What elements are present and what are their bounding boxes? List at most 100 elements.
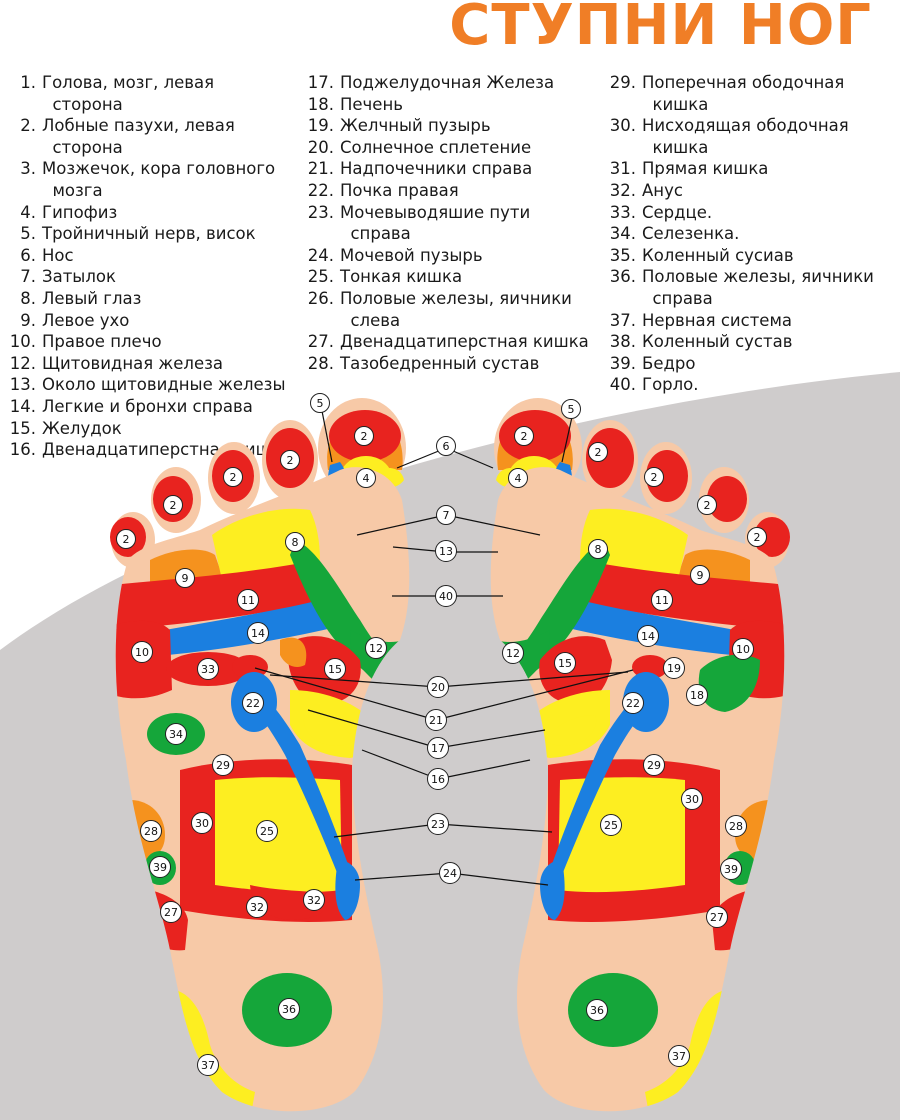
legend-item-number: 14. bbox=[9, 396, 36, 416]
legend-item-number: 20. bbox=[307, 137, 334, 157]
zone-badge-2: 2 bbox=[644, 467, 664, 487]
zone-badge-5: 5 bbox=[561, 399, 581, 419]
legend-item: 1.Голова, мозг, левая сторона bbox=[8, 72, 291, 115]
zone-badge-label: 27 bbox=[710, 911, 724, 924]
zone-badge-label: 2 bbox=[123, 533, 130, 546]
zone-badge-2: 2 bbox=[163, 495, 183, 515]
zone-badge-9: 9 bbox=[175, 568, 195, 588]
zone-badge-label: 11 bbox=[241, 594, 255, 607]
zone-badge-label: 9 bbox=[182, 572, 189, 585]
zone-badge-label: 27 bbox=[164, 906, 178, 919]
zone-badge-24: 24 bbox=[439, 862, 461, 884]
legend-item-number: 39. bbox=[609, 353, 636, 373]
legend-item-number: 33. bbox=[609, 202, 636, 222]
legend-item-number: 35. bbox=[609, 245, 636, 265]
zone-badge-label: 29 bbox=[647, 759, 661, 772]
zone-badge-label: 6 bbox=[443, 440, 450, 453]
legend-item-text: Гипофиз bbox=[42, 202, 118, 222]
zone-badge-14: 14 bbox=[247, 622, 269, 644]
legend-item: 13.Около щитовидные железы bbox=[8, 374, 291, 396]
legend-item-text: Нос bbox=[42, 245, 74, 265]
legend-item: 5.Тройничный нерв, висок bbox=[8, 223, 291, 245]
zone-badge-2: 2 bbox=[223, 467, 243, 487]
legend-item: 30.Нисходящая ободочная кишка bbox=[604, 115, 874, 158]
zone-badge-5: 5 bbox=[310, 393, 330, 413]
zone-badge-11: 11 bbox=[651, 589, 673, 611]
zone-badge-17: 17 bbox=[427, 737, 449, 759]
zone-badge-label: 36 bbox=[282, 1003, 296, 1016]
legend-item: 39.Бедро bbox=[604, 353, 874, 375]
left-foot-zones bbox=[115, 508, 404, 1112]
zone-badge-label: 37 bbox=[672, 1050, 686, 1063]
zone-badge-label: 33 bbox=[201, 663, 215, 676]
legend-item-text: Затылок bbox=[42, 267, 116, 287]
zone-badge-2: 2 bbox=[354, 426, 374, 446]
legend-item-number: 19. bbox=[307, 116, 334, 136]
zone-badge-33: 33 bbox=[197, 658, 219, 680]
zone-badge-37: 37 bbox=[197, 1054, 219, 1076]
legend-item-text: Половые железы, яичники слева bbox=[340, 288, 572, 330]
zone-badge-23: 23 bbox=[427, 813, 449, 835]
legend-item-number: 9. bbox=[20, 310, 36, 330]
legend-item-number: 29. bbox=[609, 73, 636, 92]
zone-badge-25: 25 bbox=[600, 814, 622, 836]
zone-badge-8: 8 bbox=[285, 532, 305, 552]
right-foot bbox=[490, 398, 790, 1112]
legend-item-number: 6. bbox=[20, 245, 36, 265]
legend-item-text: Мозжечок, кора головного мозга bbox=[42, 159, 276, 200]
zone-badge-8: 8 bbox=[588, 539, 608, 559]
zone-badge-label: 37 bbox=[201, 1059, 215, 1072]
legend-item-text: Поджелудочная Железа bbox=[340, 73, 555, 92]
legend-item-number: 15. bbox=[9, 418, 36, 438]
zone-badge-27: 27 bbox=[160, 901, 182, 923]
legend-item-number: 26. bbox=[307, 288, 334, 308]
legend-item-number: 3. bbox=[20, 159, 36, 179]
legend-item: 3. Мозжечок, кора головного мозга bbox=[8, 158, 291, 201]
legend-item: 12.Щитовидная железа bbox=[8, 353, 291, 375]
legend-item-text: Желчный пузырь bbox=[340, 116, 491, 136]
zone-badge-label: 8 bbox=[292, 536, 299, 549]
legend-item: 31.Прямая кишка bbox=[604, 158, 874, 180]
legend-item-number: 16. bbox=[9, 440, 36, 460]
legend-item: 14.Легкие и бронхи справа bbox=[8, 396, 291, 418]
zone-badge-13: 13 bbox=[435, 540, 457, 562]
zone-badge-label: 29 bbox=[216, 759, 230, 772]
zone-badge-39: 39 bbox=[720, 858, 742, 880]
zone-badge-21: 21 bbox=[425, 709, 447, 731]
legend-item: 22.Почка правая bbox=[302, 180, 589, 202]
legend-item-text: Поперечная ободочная кишка bbox=[642, 73, 845, 114]
legend-item: 6. Нос bbox=[8, 245, 291, 267]
legend-item-number: 4. bbox=[20, 202, 36, 222]
legend-item-text: Селезенка. bbox=[642, 224, 740, 244]
legend-item-number: 27. bbox=[307, 332, 334, 352]
zone-badge-label: 39 bbox=[153, 861, 167, 874]
zone-badge-label: 25 bbox=[604, 819, 618, 832]
legend-item-number: 7. bbox=[20, 267, 36, 287]
zone-badge-34: 34 bbox=[165, 723, 187, 745]
legend-item-number: 38. bbox=[609, 332, 636, 352]
zone-badge-25: 25 bbox=[256, 820, 278, 842]
right-foot-zones bbox=[496, 508, 785, 1112]
zone-badge-12: 12 bbox=[365, 637, 387, 659]
legend-item-number: 25. bbox=[307, 267, 334, 287]
legend-item-number: 31. bbox=[609, 159, 636, 179]
zone-badge-22: 22 bbox=[622, 692, 644, 714]
zone-badge-4: 4 bbox=[356, 468, 376, 488]
legend-item-number: 18. bbox=[307, 94, 334, 114]
legend-item-number: 23. bbox=[307, 202, 334, 222]
legend-item: 19. Желчный пузырь bbox=[302, 115, 589, 137]
legend-item-text: Левое ухо bbox=[42, 310, 130, 330]
legend-item: 26. Половые железы, яичники слева bbox=[302, 288, 589, 331]
zone-badge-label: 20 bbox=[431, 681, 445, 694]
zone-badge-label: 2 bbox=[361, 430, 368, 443]
zone-badge-20: 20 bbox=[427, 676, 449, 698]
legend-item: 38.Коленный сустав bbox=[604, 331, 874, 353]
zone-badge-label: 2 bbox=[754, 531, 761, 544]
legend-item-number: 28. bbox=[307, 353, 334, 373]
legend-item: 23.Мочевыводяшие пути справа bbox=[302, 202, 589, 245]
zone-badge-label: 2 bbox=[230, 471, 237, 484]
zone-badge-label: 30 bbox=[685, 793, 699, 806]
